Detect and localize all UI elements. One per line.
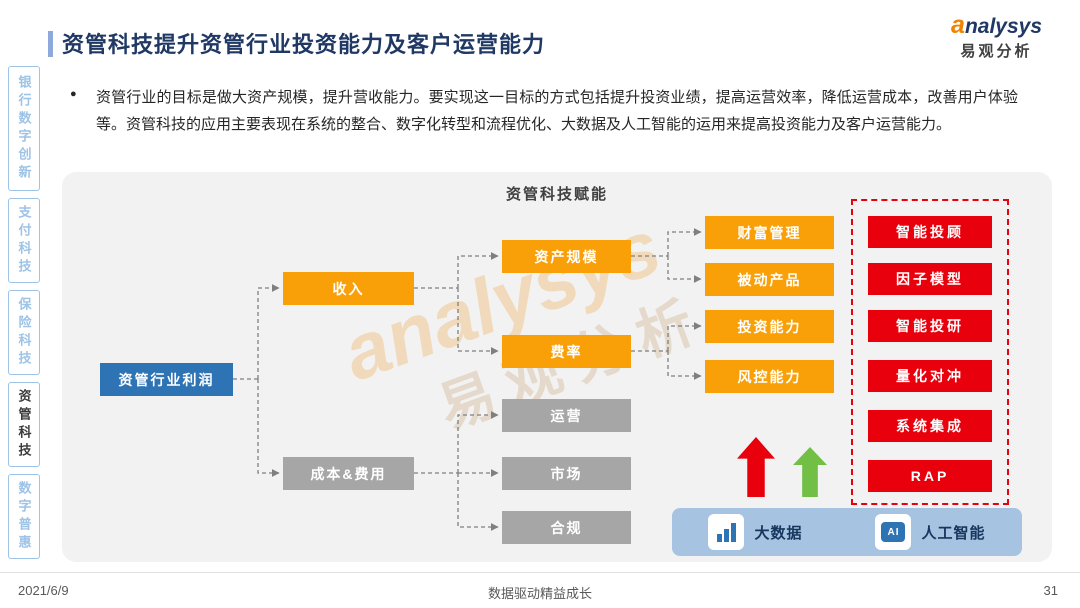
legend-ai-label: 人工智能 bbox=[921, 524, 986, 542]
legend-bigdata-label: 大数据 bbox=[754, 524, 803, 542]
ai-icon: AI bbox=[875, 514, 912, 550]
footer-date: 2021/6/9 bbox=[18, 583, 69, 598]
tech-box-factor-model: 因子模型 bbox=[868, 263, 992, 295]
technology-legend-bar: 大数据 AI 人工智能 bbox=[672, 508, 1022, 556]
tech-box-robo-advisor: 智能投顾 bbox=[868, 216, 992, 248]
bar-chart-icon bbox=[708, 514, 745, 550]
sidebar-item-payment-tech: 支付科技 bbox=[8, 198, 40, 283]
footer: 2021/6/9 数据驱动精益成长 31 bbox=[0, 572, 1080, 608]
sidebar-item-digital-inclusion: 数字普惠 bbox=[8, 474, 40, 559]
profit-box: 资管行业利润 bbox=[100, 363, 233, 396]
tech-dashed-frame bbox=[851, 199, 1009, 505]
sidebar-item-insurance-tech: 保险科技 bbox=[8, 290, 40, 375]
title-accent-bar bbox=[48, 31, 53, 57]
income-box: 收入 bbox=[283, 272, 414, 305]
market-box: 市场 bbox=[502, 457, 631, 490]
legend-bigdata: 大数据 bbox=[708, 514, 802, 550]
tech-box-system-integration: 系统集成 bbox=[868, 410, 992, 442]
footer-slogan: 数据驱动精益成长 bbox=[487, 586, 593, 601]
operations-box: 运营 bbox=[502, 399, 631, 432]
wealth-management-box: 财富管理 bbox=[705, 216, 834, 249]
intro-paragraph: 资管行业的目标是做大资产规模，提升营收能力。要实现这一目标的方式包括提升投资业绩… bbox=[96, 89, 1018, 133]
tech-box-quant-hedge: 量化对冲 bbox=[868, 360, 992, 392]
chapter-sidebar: 银行数字创新 支付科技 保险科技 资管科技 数字普惠 bbox=[8, 66, 40, 559]
diagram-title: 资管科技赋能 bbox=[505, 186, 608, 203]
fee-rate-box: 费率 bbox=[502, 335, 631, 368]
page-title: 资管科技提升资管行业投资能力及客户运营能力 bbox=[62, 32, 546, 57]
investment-ability-box: 投资能力 bbox=[705, 310, 834, 343]
risk-control-box: 风控能力 bbox=[705, 360, 834, 393]
tech-box-smart-research: 智能投研 bbox=[868, 310, 992, 342]
compliance-box: 合规 bbox=[502, 511, 631, 544]
cost-box: 成本&费用 bbox=[283, 457, 414, 490]
passive-product-box: 被动产品 bbox=[705, 263, 834, 296]
sidebar-item-bank-digital: 银行数字创新 bbox=[8, 66, 40, 191]
legend-ai: AI 人工智能 bbox=[875, 514, 985, 550]
analysys-logo: analysys 易观分析 bbox=[951, 12, 1042, 61]
page-number: 31 bbox=[1043, 583, 1058, 598]
asset-scale-box: 资产规模 bbox=[502, 240, 631, 273]
logo-wordmark: analysys bbox=[951, 11, 1042, 39]
bullet-icon: ● bbox=[70, 88, 77, 100]
tech-box-rap: RAP bbox=[868, 460, 992, 492]
logo-chinese: 易观分析 bbox=[960, 42, 1033, 60]
sidebar-item-asset-mgmt-tech: 资管科技 bbox=[8, 382, 40, 467]
